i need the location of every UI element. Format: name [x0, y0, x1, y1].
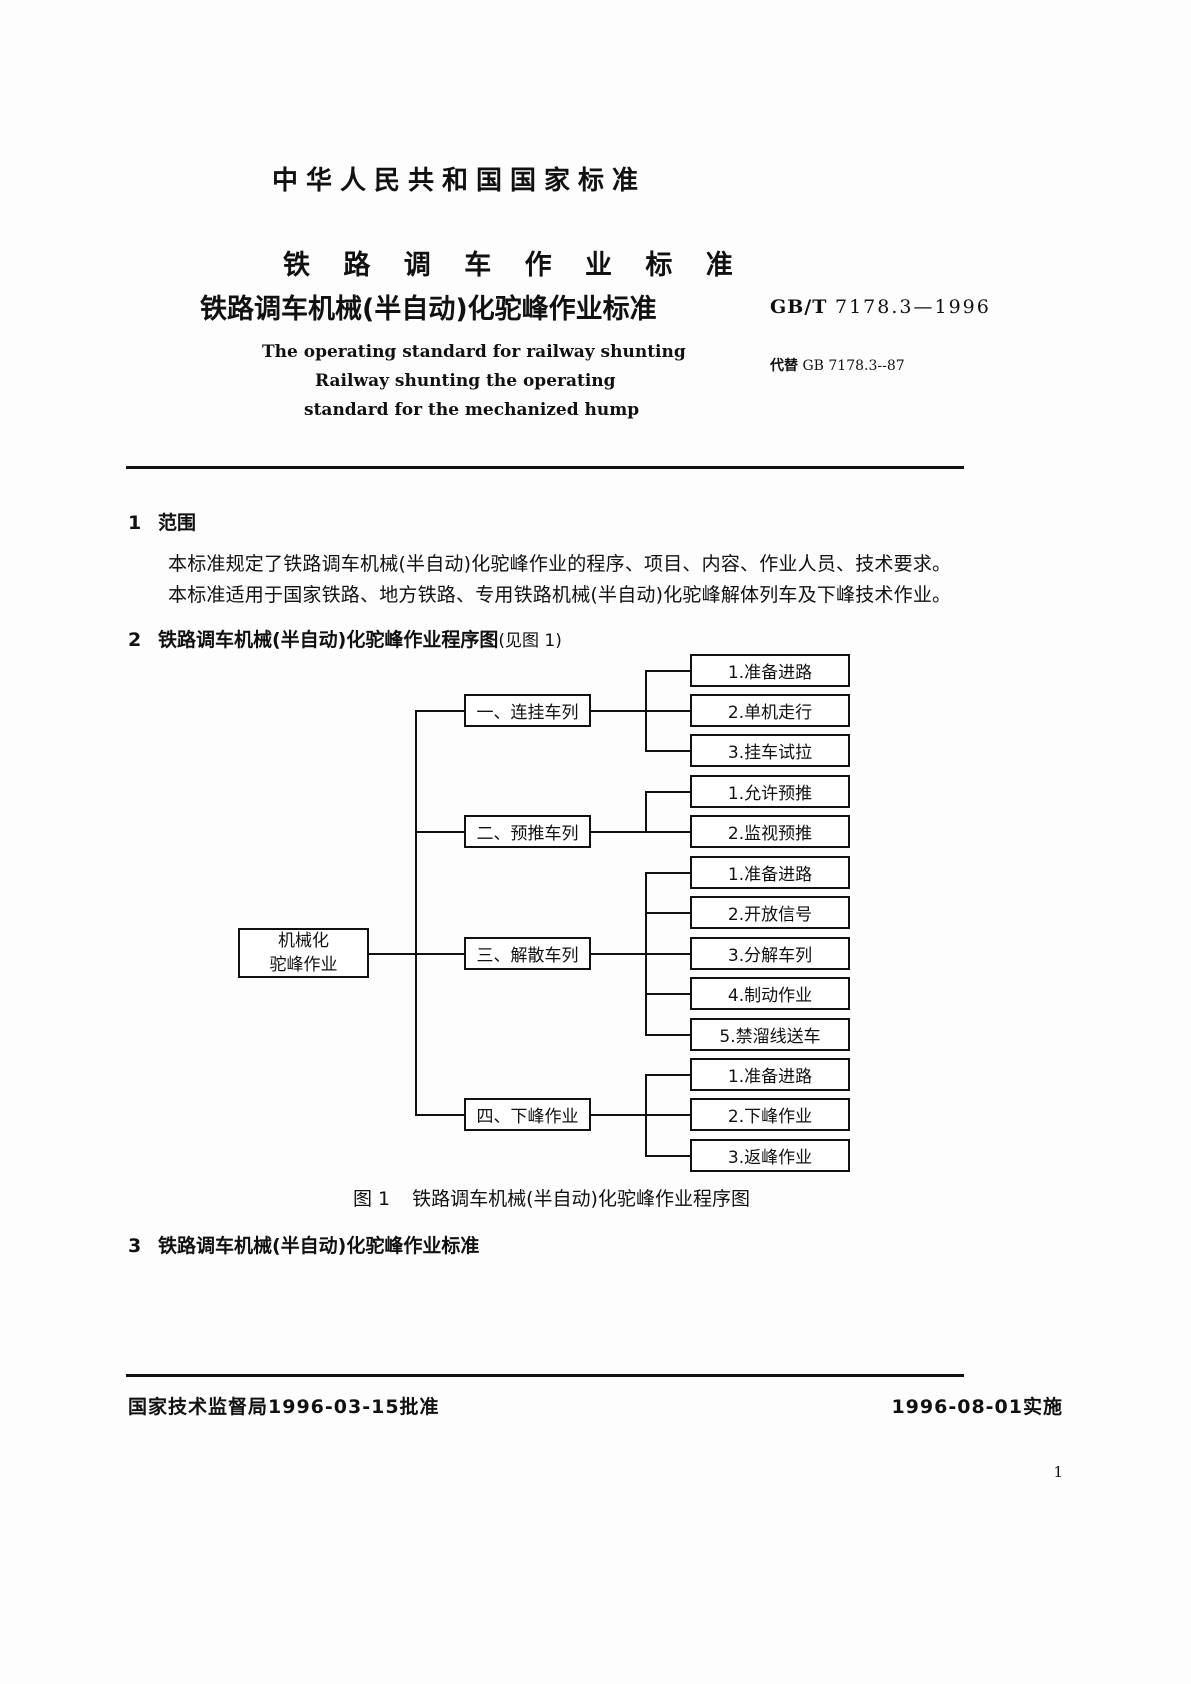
document-title-line-2: 铁路调车机械(半自动)化驼峰作业标准	[200, 294, 657, 325]
section-2-note: (见图 1)	[498, 631, 562, 651]
flow-branch-label: 三、解散车列	[476, 945, 579, 966]
footer-divider-rule	[126, 1374, 964, 1377]
section-2-title: 铁路调车机械(半自动)化驼峰作业程序图	[158, 629, 499, 651]
flow-leaf-label: 3.挂车试拉	[727, 742, 813, 763]
figure-caption: 图 1 铁路调车机械(半自动)化驼峰作业程序图	[353, 1184, 750, 1211]
flow-leaf-label: 3.返峰作业	[727, 1147, 813, 1168]
english-title-line-2: Railway shunting the operating	[315, 371, 616, 391]
english-title-line-3: standard for the mechanized hump	[304, 400, 640, 420]
flow-leaf-label: 1.准备进路	[727, 1066, 813, 1087]
flow-leaf-node-1-1: 1.准备进路	[690, 653, 850, 687]
replaces-label: 代替	[770, 358, 798, 374]
standard-number: GB/T 7178.3—1996	[770, 296, 991, 318]
figure-caption-text: 铁路调车机械(半自动)化驼峰作业程序图	[412, 1188, 750, 1210]
section-2-heading: 2 铁路调车机械(半自动)化驼峰作业程序图(见图 1)	[128, 625, 562, 652]
flow-branch-label: 一、连挂车列	[476, 702, 579, 723]
flow-leaf-node-1-2: 2.单机走行	[690, 693, 850, 727]
english-title-block: The operating standard for railway shunt…	[262, 338, 686, 425]
flow-leaf-node-3-5: 5.禁溜线送车	[690, 1017, 850, 1051]
flow-branch-label: 二、预推车列	[476, 823, 579, 844]
english-title-line-1: The operating standard for railway shunt…	[262, 342, 686, 362]
flow-root-label-line-1: 机械化	[278, 931, 329, 951]
national-standard-label: 中华人民共和国国家标准	[272, 166, 647, 196]
flow-leaf-node-4-2: 2.下峰作业	[690, 1097, 850, 1131]
section-1-title: 范围	[158, 512, 197, 534]
replaces-note: 代替 GB 7178.3--87	[770, 355, 905, 375]
flow-leaf-label: 2.监视预推	[727, 823, 813, 844]
flow-root-node: 机械化驼峰作业	[238, 928, 369, 978]
flow-leaf-label: 2.下峰作业	[727, 1106, 813, 1127]
section-3-title: 铁路调车机械(半自动)化驼峰作业标准	[158, 1235, 480, 1257]
approval-statement: 国家技术监督局1996-03-15批准	[128, 1396, 440, 1418]
document-title-line-1: 铁 路 调 车 作 业 标 准	[283, 250, 745, 281]
page-number: 1	[1053, 1463, 1063, 1481]
header-divider-rule	[126, 466, 964, 469]
section-1-paragraph-1: 本标准规定了铁路调车机械(半自动)化驼峰作业的程序、项目、内容、作业人员、技术要…	[168, 553, 952, 575]
section-1-heading: 1 范围	[128, 508, 196, 535]
flow-branch-node-2: 二、预推车列	[464, 814, 591, 848]
flow-leaf-label: 1.准备进路	[727, 662, 813, 683]
standard-number-value: 7178.3—1996	[835, 296, 991, 318]
section-3-number: 3	[128, 1235, 142, 1257]
flow-branch-label: 四、下峰作业	[476, 1106, 579, 1127]
flow-leaf-node-2-2: 2.监视预推	[690, 814, 850, 848]
standard-number-prefix: GB/T	[770, 296, 828, 318]
flow-root-label-line-2: 驼峰作业	[269, 955, 338, 975]
flow-leaf-label: 3.分解车列	[727, 945, 813, 966]
flow-leaf-node-3-1: 1.准备进路	[690, 855, 850, 889]
implementation-statement: 1996-08-01实施	[891, 1396, 1063, 1418]
section-3-heading: 3 铁路调车机械(半自动)化驼峰作业标准	[128, 1231, 479, 1258]
flow-branch-node-4: 四、下峰作业	[464, 1097, 591, 1131]
flow-leaf-node-1-3: 3.挂车试拉	[690, 733, 850, 767]
section-2-number: 2	[128, 629, 142, 651]
flow-leaf-node-3-4: 4.制动作业	[690, 976, 850, 1010]
flow-leaf-label: 1.准备进路	[727, 864, 813, 885]
replaces-value: GB 7178.3--87	[802, 358, 905, 374]
section-1-paragraph-2: 本标准适用于国家铁路、地方铁路、专用铁路机械(半自动)化驼峰解体列车及下峰技术作…	[168, 584, 952, 606]
flow-branch-node-1: 一、连挂车列	[464, 693, 591, 727]
flow-leaf-label: 4.制动作业	[727, 985, 813, 1006]
flow-leaf-node-3-3: 3.分解车列	[690, 936, 850, 970]
flow-branch-node-3: 三、解散车列	[464, 936, 591, 970]
flow-leaf-node-3-2: 2.开放信号	[690, 895, 850, 929]
flow-leaf-label: 1.允许预推	[727, 783, 813, 804]
flow-leaf-node-2-1: 1.允许预推	[690, 774, 850, 808]
flow-leaf-label: 2.开放信号	[727, 904, 813, 925]
flow-leaf-node-4-1: 1.准备进路	[690, 1057, 850, 1091]
flow-leaf-label: 5.禁溜线送车	[719, 1026, 821, 1047]
flow-leaf-node-4-3: 3.返峰作业	[690, 1138, 850, 1172]
section-1-number: 1	[128, 512, 142, 534]
flow-leaf-label: 2.单机走行	[727, 702, 813, 723]
figure-caption-label: 图 1	[353, 1188, 391, 1210]
